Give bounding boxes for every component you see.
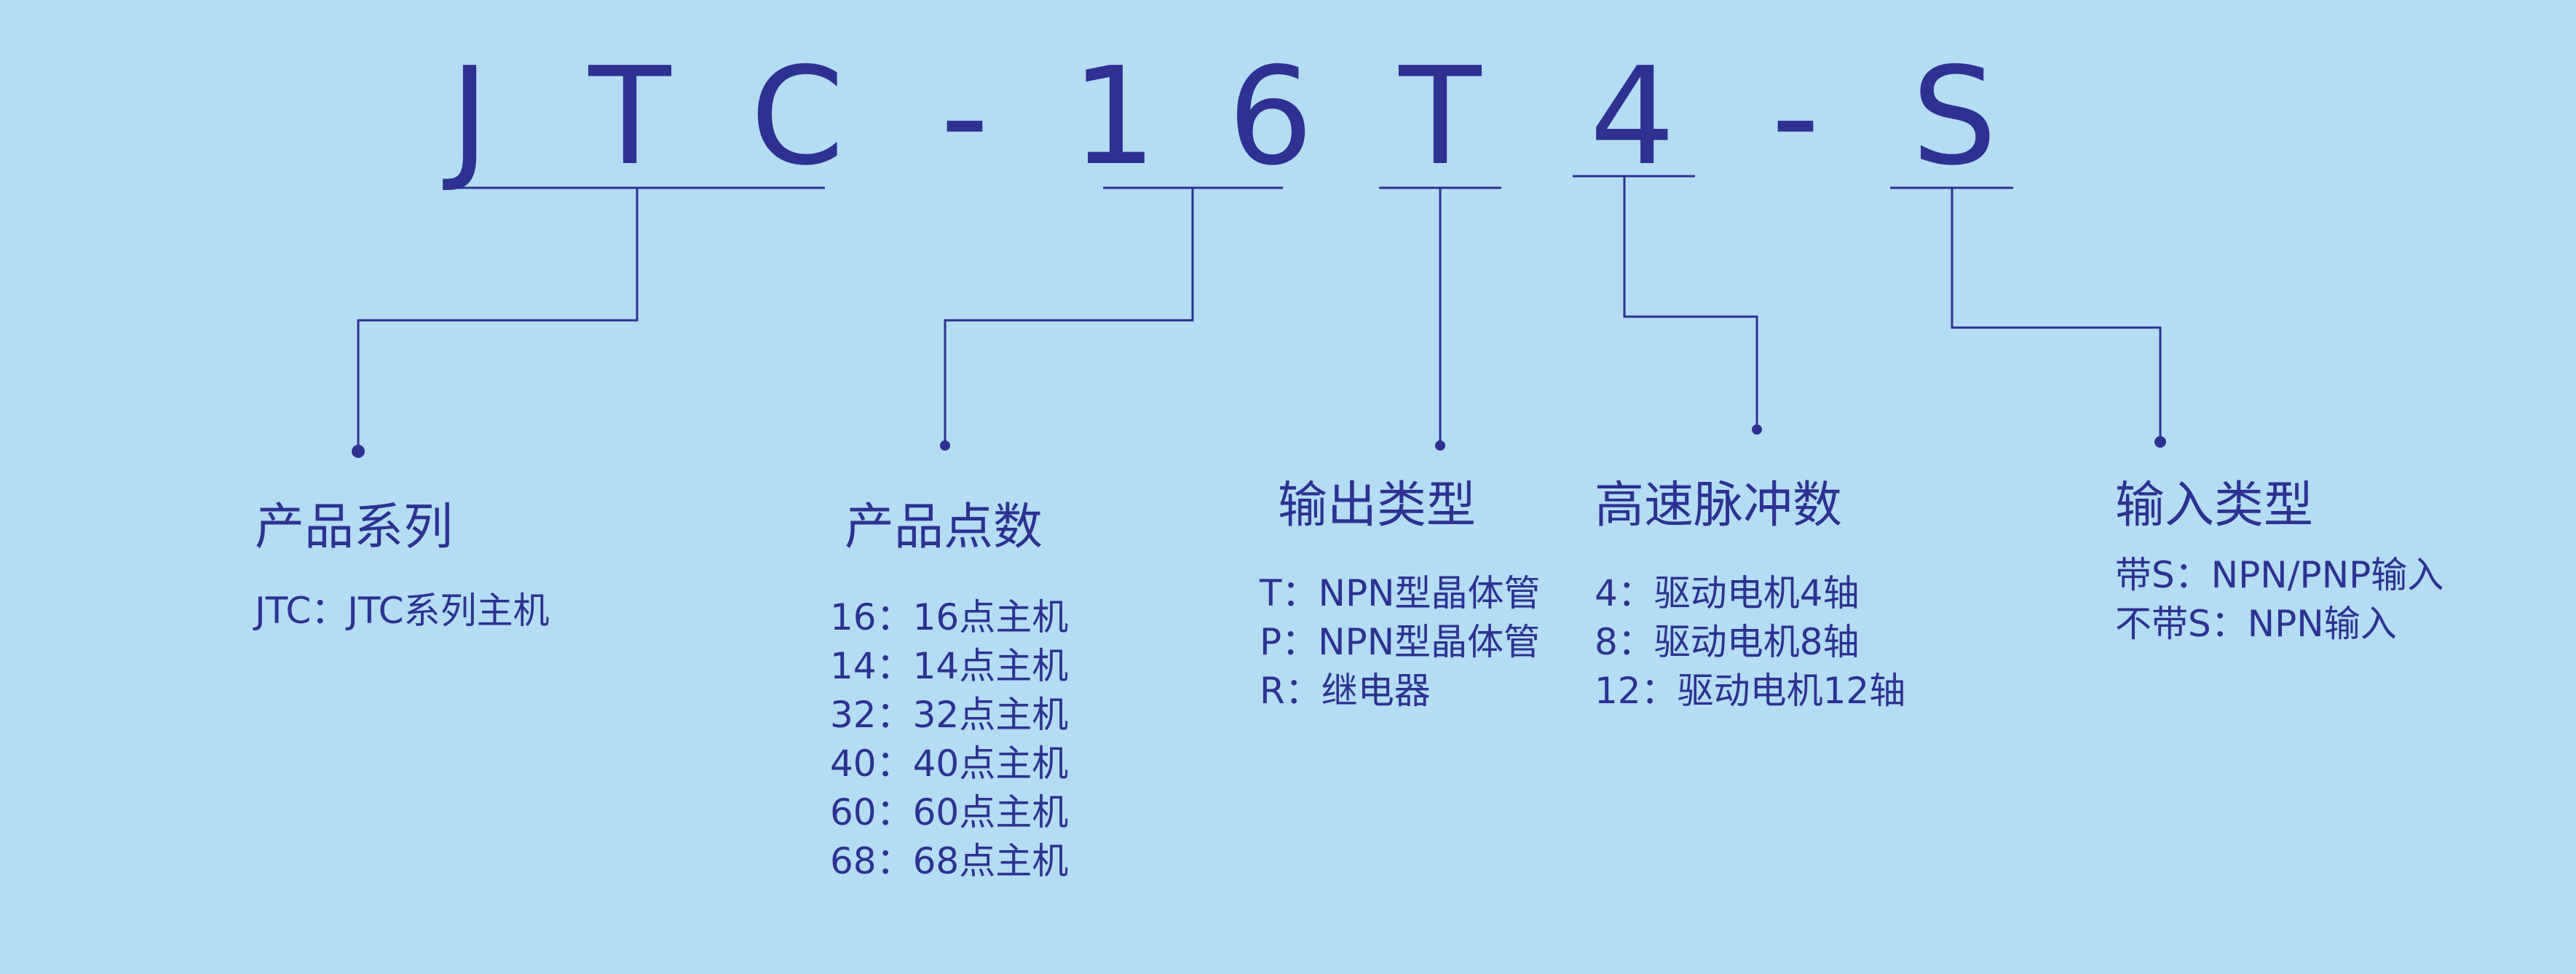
- group-title-output: 输出类型: [1278, 477, 1477, 534]
- group-items-input: 带S：NPN/PNP输入 不带S：NPN输入: [2115, 551, 2443, 649]
- list-item: T：NPN型晶体管: [1260, 572, 1541, 614]
- code-char-1: J: [449, 38, 490, 195]
- group-items-output: T：NPN型晶体管 P：NPN型晶体管 R：继电器: [1260, 569, 1541, 716]
- list-item: JTC：JTC系列主机: [255, 590, 550, 632]
- group-title-input: 输入类型: [2115, 477, 2314, 534]
- connector-series: [357, 188, 639, 451]
- list-item: 8：驱动电机8轴: [1595, 621, 1860, 663]
- list-item: P：NPN型晶体管: [1260, 621, 1541, 663]
- list-item: 40：40点主机: [830, 743, 1069, 785]
- code-char-5: 1: [1071, 38, 1157, 195]
- code-char-6: 6: [1228, 38, 1313, 195]
- code-char-10: S: [1911, 38, 1997, 195]
- dot-series: [352, 445, 365, 458]
- list-item: 不带S：NPN输入: [2115, 603, 2397, 645]
- group-title-pulse: 高速脉冲数: [1595, 477, 1843, 534]
- connector-pulse: [1623, 176, 1758, 429]
- list-item: 带S：NPN/PNP输入: [2115, 554, 2444, 596]
- list-item: 14：14点主机: [830, 645, 1069, 687]
- group-items-points: 16：16点主机 14：14点主机 32：32点主机 40：40点主机 60：6…: [830, 593, 1068, 886]
- dot-input: [2154, 436, 2166, 448]
- code-char-8: 4: [1589, 38, 1675, 195]
- code-char-2: T: [588, 38, 671, 195]
- list-item: 4：驱动电机4轴: [1595, 572, 1860, 614]
- group-title-series: 产品系列: [255, 499, 454, 556]
- code-char-3: C: [750, 38, 845, 195]
- group-items-series: JTC：JTC系列主机: [255, 587, 550, 636]
- group-items-pulse: 4：驱动电机4轴 8：驱动电机8轴 12：驱动电机12轴: [1595, 569, 1905, 716]
- list-item: 32：32点主机: [830, 694, 1069, 736]
- list-item: 12：驱动电机12轴: [1595, 670, 1906, 712]
- code-char-4: -: [940, 38, 989, 195]
- code-char-7: T: [1399, 38, 1482, 195]
- list-item: R：继电器: [1260, 670, 1431, 712]
- list-item: 68：68点主机: [830, 840, 1069, 882]
- connector-input: [1951, 188, 2162, 442]
- list-item: 16：16点主机: [830, 596, 1069, 638]
- dot-points: [940, 440, 950, 451]
- dot-pulse: [1752, 424, 1762, 435]
- list-item: 60：60点主机: [830, 791, 1069, 834]
- code-char-9: -: [1771, 38, 1820, 195]
- connector-points: [944, 188, 1194, 446]
- group-title-points: 产品点数: [845, 499, 1043, 556]
- dot-output: [1435, 440, 1445, 451]
